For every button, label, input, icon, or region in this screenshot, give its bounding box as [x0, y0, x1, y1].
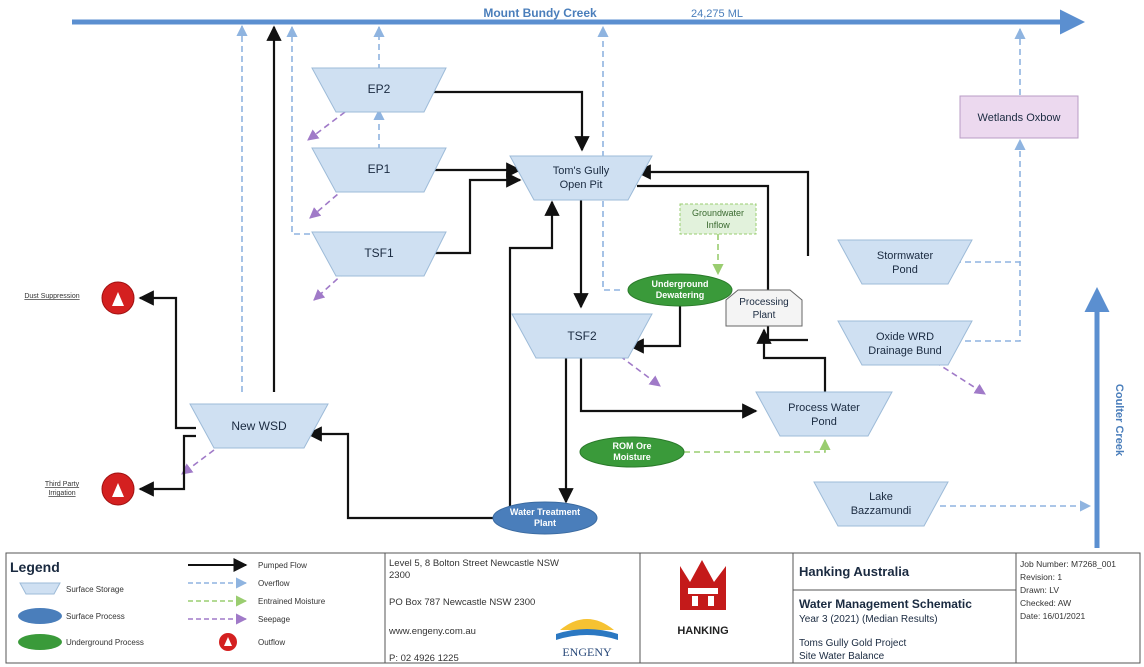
- irrigation-label-2: Irrigation: [48, 490, 75, 497]
- node-groundwater-label-1: Groundwater: [692, 208, 744, 218]
- title-block: [5, 552, 1141, 664]
- legend-seepage-label: Seepage: [258, 615, 291, 624]
- node-oxide-label-1: Oxide WRD: [876, 331, 934, 343]
- node-stormwater-label-1: Stormwater: [877, 250, 934, 262]
- node-lake-bazzamundi: Lake Bazzamundi: [813, 481, 949, 527]
- pumped-flow-lines: [138, 25, 827, 520]
- legend-overflow: Overflow: [188, 577, 290, 589]
- node-water-treatment-plant: Water Treatment Plant: [492, 501, 598, 535]
- node-wetlands-oxbow: Wetlands Oxbow: [959, 95, 1079, 139]
- legend-surface-process: Surface Process: [18, 608, 125, 624]
- node-tsf1-label: TSF1: [364, 246, 394, 260]
- legend-entrained-moisture: Entrained Moisture: [188, 595, 326, 607]
- legend-moisture-label: Entrained Moisture: [258, 597, 326, 606]
- address-phone: P: 02 4926 1225: [389, 653, 459, 664]
- mount-bundy-creek: Mount Bundy Creek 24,275 ML: [72, 6, 1085, 35]
- job-block: Job Number: M7268_001 Revision: 1 Drawn:…: [1020, 559, 1116, 621]
- engeny-logo: ENGENY: [556, 619, 618, 659]
- node-oxide-label-2: Drainage Bund: [868, 345, 941, 357]
- node-toms-gully: Tom's Gully Open Pit: [509, 155, 653, 201]
- hanking-logo: HANKING: [677, 560, 729, 637]
- irrigation-label-1: Third Party: [45, 481, 80, 488]
- moisture-lines: [684, 234, 831, 453]
- node-toms-gully-label-2: Open Pit: [560, 179, 603, 191]
- coulter-creek: Coulter Creek: [1084, 287, 1125, 548]
- overflow-lines: [236, 24, 1092, 512]
- node-wtp-label-2: Plant: [534, 518, 556, 528]
- job-drawn: Drawn: LV: [1020, 585, 1059, 595]
- address-line1: Level 5, 8 Bolton Street Newcastle NSW: [389, 558, 559, 569]
- node-underground-dewatering: Underground Dewatering: [627, 273, 733, 307]
- legend-surface-storage: Surface Storage: [19, 582, 124, 595]
- legend-underground-process: Underground Process: [18, 634, 144, 650]
- node-tsf2: TSF2: [511, 313, 653, 359]
- address-po-box: PO Box 787 Newcastle NSW 2300: [389, 597, 535, 608]
- node-underground-label-2: Dewatering: [656, 290, 705, 300]
- coulter-creek-label: Coulter Creek: [1113, 384, 1125, 457]
- node-groundwater-inflow: Groundwater Inflow: [679, 203, 757, 235]
- node-new-wsd-label: New WSD: [231, 419, 287, 433]
- node-wetlands-label: Wetlands Oxbow: [978, 112, 1061, 124]
- address-web: www.engeny.com.au: [388, 626, 476, 637]
- project-name: Toms Gully Gold Project: [799, 638, 906, 649]
- node-rom-label-2: Moisture: [613, 452, 651, 462]
- legend-outflow-label: Outflow: [258, 638, 285, 647]
- company-name: Hanking Australia: [799, 564, 910, 579]
- node-ep2-label: EP2: [368, 82, 391, 96]
- node-process-water-label-1: Process Water: [788, 402, 860, 414]
- node-underground-label-1: Underground: [652, 279, 709, 289]
- node-processing-label-2: Plant: [753, 310, 776, 321]
- legend-seepage: Seepage: [188, 613, 291, 625]
- legend-surface-storage-label: Surface Storage: [66, 585, 124, 594]
- outflow-third-party-irrigation: Third Party Irrigation: [45, 472, 135, 506]
- site-balance: Site Water Balance: [799, 651, 885, 662]
- node-tsf2-label: TSF2: [567, 329, 597, 343]
- job-checked: Checked: AW: [1020, 598, 1071, 608]
- node-tsf1: TSF1: [311, 231, 447, 277]
- node-lake-label-2: Bazzamundi: [851, 505, 912, 517]
- creek-name: Mount Bundy Creek: [483, 6, 597, 20]
- node-toms-gully-label-1: Tom's Gully: [553, 165, 610, 177]
- seepage-lines: [181, 111, 986, 475]
- node-process-water-label-2: Pond: [811, 416, 837, 428]
- node-wtp-label-1: Water Treatment: [510, 507, 580, 517]
- legend-pumped-flow-label: Pumped Flow: [258, 561, 307, 570]
- node-processing-label-1: Processing: [739, 297, 788, 308]
- node-ep2: EP2: [311, 67, 447, 113]
- outflow-dust-suppression: Dust Suppression: [24, 281, 135, 315]
- job-revision: Revision: 1: [1020, 572, 1062, 582]
- drawing-subtitle: Year 3 (2021) (Median Results): [799, 614, 938, 625]
- node-processing-plant: Processing Plant: [725, 289, 803, 327]
- node-process-water-pond: Process Water Pond: [755, 391, 893, 437]
- node-ep1: EP1: [311, 147, 447, 193]
- legend-outflow: Outflow: [219, 633, 285, 651]
- job-number: Job Number: M7268_001: [1020, 559, 1116, 569]
- node-oxide-wrd: Oxide WRD Drainage Bund: [837, 320, 973, 366]
- legend-overflow-label: Overflow: [258, 579, 290, 588]
- hanking-logo-text: HANKING: [677, 625, 728, 637]
- dust-suppression-label: Dust Suppression: [24, 293, 79, 300]
- legend-underground-process-label: Underground Process: [66, 638, 144, 647]
- node-groundwater-label-2: Inflow: [706, 220, 730, 230]
- address-block: Level 5, 8 Bolton Street Newcastle NSW 2…: [388, 558, 618, 664]
- creek-volume: 24,275 ML: [691, 8, 743, 20]
- address-line2: 2300: [389, 570, 410, 581]
- job-date: Date: 16/01/2021: [1020, 611, 1085, 621]
- node-new-wsd: New WSD: [189, 403, 329, 449]
- node-ep1-label: EP1: [368, 162, 391, 176]
- node-lake-label-1: Lake: [869, 491, 893, 503]
- legend-title: Legend: [10, 559, 60, 575]
- node-stormwater-pond: Stormwater Pond: [837, 239, 973, 285]
- legend: Legend Surface Storage Surface Process U…: [10, 558, 326, 651]
- drawing-title: Hanking Australia Water Management Schem…: [799, 564, 972, 662]
- engeny-wordmark: ENGENY: [562, 645, 612, 659]
- legend-pumped-flow: Pumped Flow: [188, 558, 307, 572]
- node-rom-label-1: ROM Ore: [612, 441, 651, 451]
- legend-surface-process-label: Surface Process: [66, 612, 125, 621]
- node-rom-ore-moisture: ROM Ore Moisture: [579, 436, 685, 468]
- drawing-title-main: Water Management Schematic: [799, 597, 972, 611]
- node-stormwater-label-2: Pond: [892, 264, 918, 276]
